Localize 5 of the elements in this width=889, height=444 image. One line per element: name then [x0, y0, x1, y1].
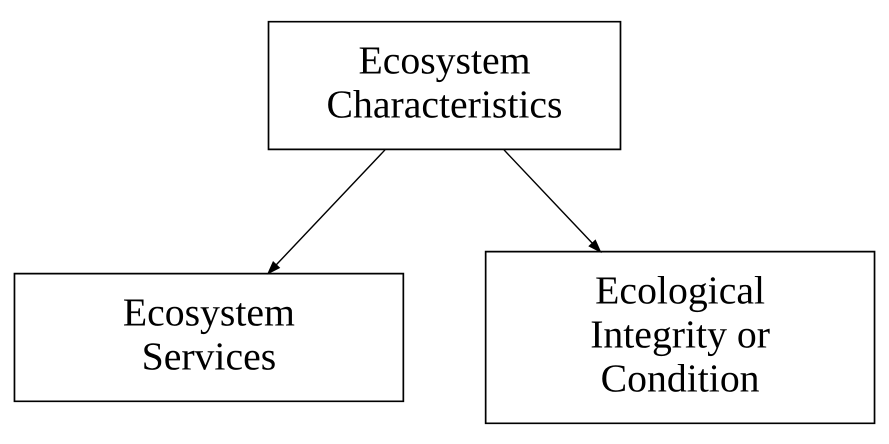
node-box: Ecosystem Characteristics: [268, 20, 622, 150]
node-box: Ecological Integrity or Condition: [484, 250, 876, 424]
arrow: [503, 148, 602, 253]
node-box: Ecosystem Services: [14, 272, 404, 402]
arrow: [266, 148, 386, 274]
